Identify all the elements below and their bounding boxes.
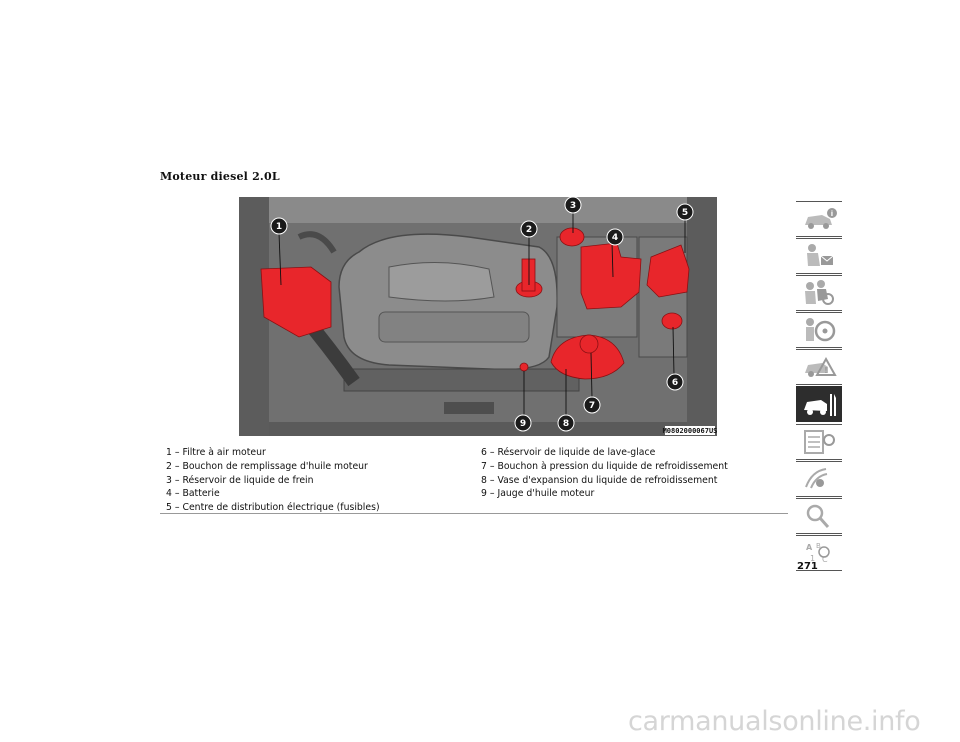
- svg-text:i: i: [831, 210, 833, 218]
- tab-getting-to-know[interactable]: i: [796, 201, 842, 237]
- svg-text:1: 1: [276, 222, 282, 232]
- svg-text:2: 2: [526, 225, 532, 235]
- callout-9: 9: [514, 414, 532, 432]
- tab-safety[interactable]: [796, 238, 842, 275]
- section-divider: [160, 513, 788, 514]
- legend-item: 6 – Réservoir de liquide de lave-glace: [481, 447, 656, 458]
- svg-text:4: 4: [612, 233, 618, 243]
- svg-text:7: 7: [589, 401, 595, 411]
- svg-text:5: 5: [682, 208, 688, 218]
- child-seat-icon: [805, 280, 834, 306]
- tab-emergency[interactable]: !: [796, 349, 842, 386]
- engine-illustration: 1 2 3 4 5 6 7 8 9 M0802000067US: [239, 197, 717, 436]
- legend-item: 5 – Centre de distribution électrique (f…: [166, 502, 380, 514]
- legend-item: 1 – Filtre à air moteur: [166, 447, 266, 458]
- section-title: Moteur diesel 2.0L: [160, 170, 280, 183]
- figure-code: M0802000067US: [663, 427, 717, 435]
- svg-text:B: B: [816, 542, 821, 550]
- tab-multimedia[interactable]: [796, 460, 842, 497]
- highlighted-components: [260, 227, 690, 380]
- callout-8: 8: [557, 414, 575, 432]
- steering-wheel-icon: [806, 318, 836, 342]
- svg-text:!: !: [824, 366, 828, 375]
- svg-text:6: 6: [672, 378, 678, 388]
- search-icon: [806, 504, 830, 528]
- svg-text:A: A: [806, 543, 813, 552]
- watermark: carmanualsonline.info: [628, 706, 921, 737]
- callout-2: 2: [520, 220, 538, 238]
- multimedia-icon: [805, 467, 828, 489]
- svg-text:1: 1: [810, 554, 815, 563]
- callout-5: 5: [676, 203, 694, 221]
- callout-7: 7: [583, 396, 601, 414]
- tab-child-safety[interactable]: [796, 275, 842, 312]
- tab-starting-operating[interactable]: [796, 312, 842, 349]
- car-info-icon: i: [805, 208, 837, 229]
- maintenance-schedule-icon: [804, 429, 835, 454]
- legend-left: 1 – Filtre à air moteur 2 – Bouchon de r…: [166, 446, 380, 515]
- legend-item: 2 – Bouchon de remplissage d'huile moteu…: [166, 460, 368, 472]
- callout-1: 1: [270, 217, 288, 235]
- tab-servicing-maintenance[interactable]: [796, 386, 842, 423]
- svg-text:3: 3: [570, 201, 576, 211]
- safety-icon: [807, 244, 834, 267]
- car-service-icon: [804, 394, 836, 417]
- legend-item: 4 – Batterie: [166, 488, 220, 500]
- legend-item: 3 – Réservoir de liquide de frein: [166, 474, 314, 486]
- tab-customer-assistance[interactable]: [796, 497, 842, 534]
- legend-item: 8 – Vase d'expansion du liquide de refro…: [481, 474, 718, 486]
- legend-item: 7 – Bouchon à pression du liquide de ref…: [481, 460, 728, 472]
- svg-text:8: 8: [563, 419, 569, 429]
- svg-text:C: C: [822, 555, 828, 564]
- warning-icon: !: [805, 357, 837, 378]
- engine-compartment-figure: 1 2 3 4 5 6 7 8 9 M0802000067US: [239, 197, 717, 436]
- svg-text:9: 9: [520, 419, 526, 429]
- callout-6: 6: [666, 373, 684, 391]
- callout-3: 3: [564, 197, 582, 214]
- legend-item: 9 – Jauge d'huile moteur: [481, 488, 595, 500]
- tab-technical-specifications[interactable]: [796, 423, 842, 460]
- page-number: 271: [797, 561, 818, 572]
- legend-right: 6 – Réservoir de liquide de lave-glace 7…: [481, 446, 728, 501]
- callout-4: 4: [606, 228, 624, 246]
